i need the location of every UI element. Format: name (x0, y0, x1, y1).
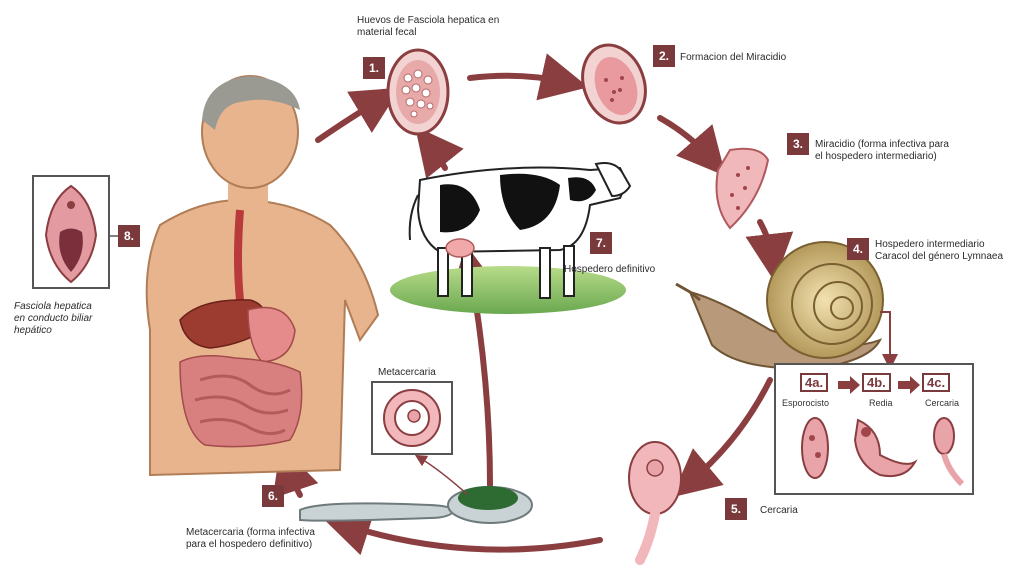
label-step4: Hospedero intermediario Caracol del géne… (875, 239, 1033, 263)
badge-sub4a: 4a. (800, 373, 828, 392)
spoon-to-metacercaria-line (420, 458, 468, 495)
badge-step7: 7. (590, 232, 612, 254)
sporocyst-illustration (802, 418, 828, 478)
snail-to-box-line (880, 312, 890, 362)
human-illustration (147, 76, 378, 475)
badge-step5: 5. (725, 498, 747, 520)
badge-step4: 4. (847, 238, 869, 260)
spoon-illustration (300, 486, 532, 523)
label-step1: Huevos de Fasciola hepatica en material … (357, 15, 547, 39)
label-sub4b: Redia (869, 398, 893, 408)
arrow-2-to-3 (660, 118, 710, 158)
esophagus (238, 210, 240, 300)
label-step3: Miracidio (forma infectiva para el hospe… (815, 139, 1005, 163)
badge-sub4c: 4c. (922, 373, 950, 392)
cercaria-illustration (629, 442, 681, 560)
badge-step2: 2. (653, 45, 675, 67)
label-step7: Hospedero definitivo (564, 264, 694, 276)
arrow-4-to-5 (690, 380, 770, 482)
label-sub4c: Cercaria (925, 398, 959, 408)
badge-step6: 6. (262, 485, 284, 507)
label-step2: Formacion del Miracidio (680, 52, 840, 64)
arrow-3-to-4 (760, 222, 772, 258)
label-metacercaria: Metacercaria (378, 367, 458, 379)
label-step8: Fasciola hepatica en conducto biliar hep… (14, 301, 124, 337)
miracidium-illustration (717, 149, 769, 228)
arrow-man-to-1 (318, 100, 380, 140)
badge-step8: 8. (118, 225, 140, 247)
label-step6: Metacercaria (forma infectiva para el ho… (186, 527, 366, 551)
egg-illustration (388, 50, 448, 134)
badge-step1: 1. (363, 57, 385, 79)
miracidium-egg-illustration (572, 36, 656, 132)
badge-step3: 3. (787, 133, 809, 155)
metacercaria-illustration (384, 390, 440, 446)
snail-illustration (676, 242, 883, 369)
arrow-1-to-2 (470, 76, 565, 82)
arrow-cow-to-1 (430, 145, 445, 168)
badge-sub4b: 4b. (862, 373, 891, 392)
label-sub4a: Esporocisto (782, 398, 829, 408)
arrow-5-to-6 (345, 525, 600, 550)
label-step5: Cercaria (760, 505, 820, 517)
